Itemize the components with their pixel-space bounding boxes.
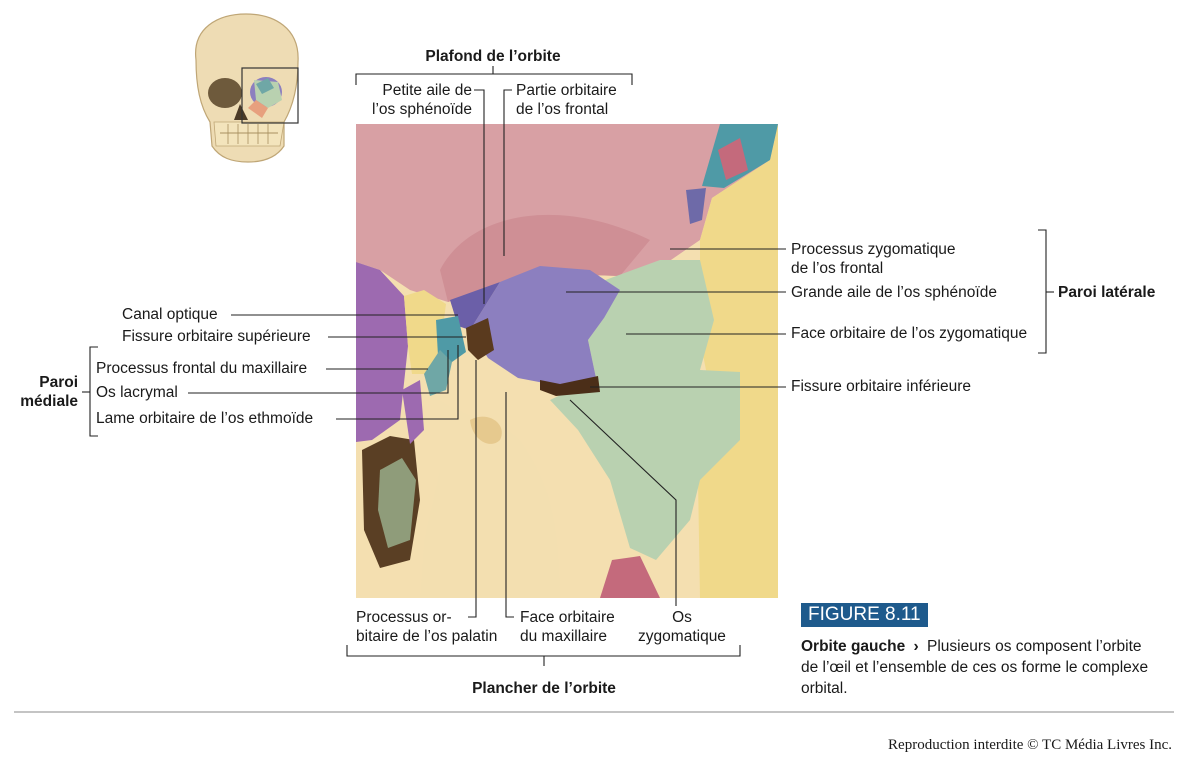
label-lame-orbitaire: Lame orbitaire de l’os ethmoïde [96, 410, 314, 427]
caption-title: Orbite gauche [801, 638, 906, 655]
label-processus-palatin: Processus or-bitaire de l’os palatin [356, 609, 498, 645]
skull-thumbnail [195, 13, 299, 163]
caption-text: Plusieurs os composent l’orbite de l’œil… [801, 638, 1149, 697]
label-grande-aile: Grande aile de l’os sphénoïde [791, 284, 997, 301]
orbit-illustration [356, 124, 778, 598]
label-fissure-inferieure: Fissure orbitaire inférieure [791, 378, 972, 395]
ceiling-title: Plafond de l’orbite [425, 48, 561, 65]
label-processus-frontal: Processus frontal du maxillaire [96, 360, 308, 377]
orbital-fissure-inferior [540, 376, 600, 396]
ethmoid-vomer [356, 262, 408, 442]
label-canal-optique: Canal optique [122, 306, 218, 323]
label-os-lacrymal: Os lacrymal [96, 384, 178, 401]
figure-number: FIGURE 8.11 [801, 603, 928, 627]
figure-caption: Orbite gauche › Plusieurs os composent l… [801, 636, 1161, 699]
zygomatic-bone [550, 260, 740, 560]
label-face-zygomatique: Face orbitaire de l’os zygomatique [791, 325, 1028, 342]
floor-title: Plancher de l’orbite [472, 680, 616, 697]
sphenoid-greater-wing [470, 266, 620, 386]
copyright: Reproduction interdite © TC Média Livres… [888, 737, 1172, 753]
label-fissure-superieure: Fissure orbitaire supérieure [122, 328, 311, 345]
caption-arrow-icon: › [913, 638, 919, 655]
leader-lines [82, 66, 1054, 666]
label-paroi-laterale: Paroi latérale [1058, 284, 1156, 301]
